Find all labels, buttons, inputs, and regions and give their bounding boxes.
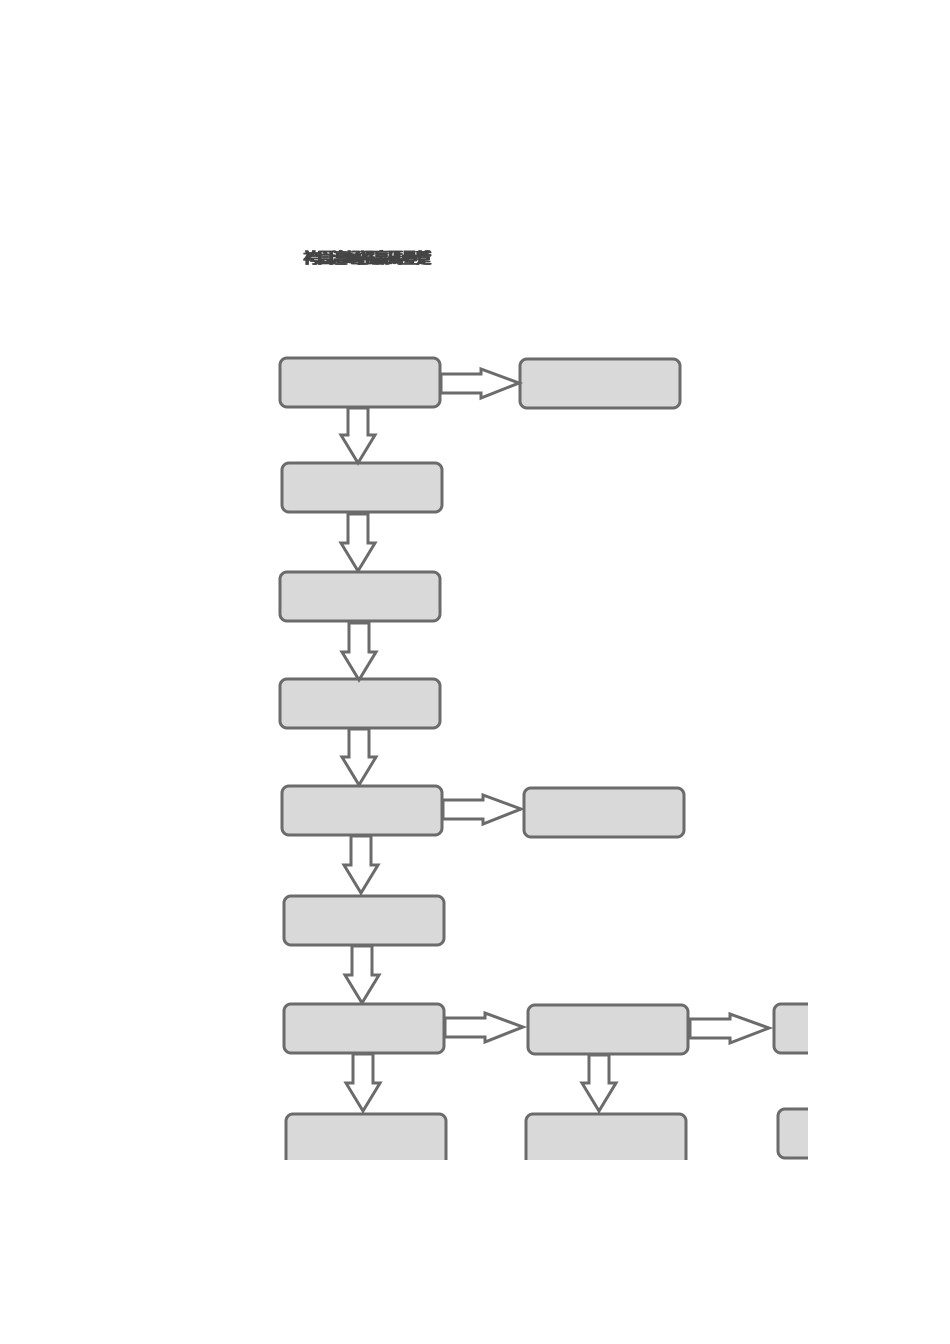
arrow-right-1 — [439, 366, 524, 401]
flow-box-11 — [772, 1002, 808, 1055]
flow-box-4 — [278, 570, 442, 623]
flow-box-12 — [284, 1112, 448, 1160]
flow-box-1 — [278, 356, 442, 409]
arrow-down-6 — [342, 944, 382, 1006]
flow-box-5 — [278, 677, 442, 730]
arrow-right-4 — [688, 1011, 774, 1046]
arrow-down-4 — [339, 727, 379, 788]
flow-box-13 — [524, 1112, 688, 1160]
arrow-down-8 — [579, 1053, 619, 1114]
flow-box-2 — [518, 357, 682, 410]
arrow-right-2 — [441, 792, 526, 827]
flow-box-9 — [282, 1002, 446, 1055]
arrow-down-7 — [343, 1052, 383, 1114]
arrow-down-5 — [341, 834, 381, 896]
arrow-down-1 — [338, 406, 378, 466]
arrow-right-3 — [443, 1010, 528, 1045]
flow-box-8 — [282, 894, 446, 947]
flow-box-7 — [522, 786, 686, 839]
diagram-title: 袴圁澶崡襁嬴碼疉蹵 — [303, 249, 430, 267]
arrow-down-3 — [339, 621, 379, 683]
arrow-down-2 — [338, 512, 378, 574]
flow-box-14 — [776, 1107, 808, 1160]
flow-box-3 — [280, 461, 444, 514]
flow-box-6 — [280, 784, 444, 837]
flow-box-10 — [526, 1003, 690, 1056]
